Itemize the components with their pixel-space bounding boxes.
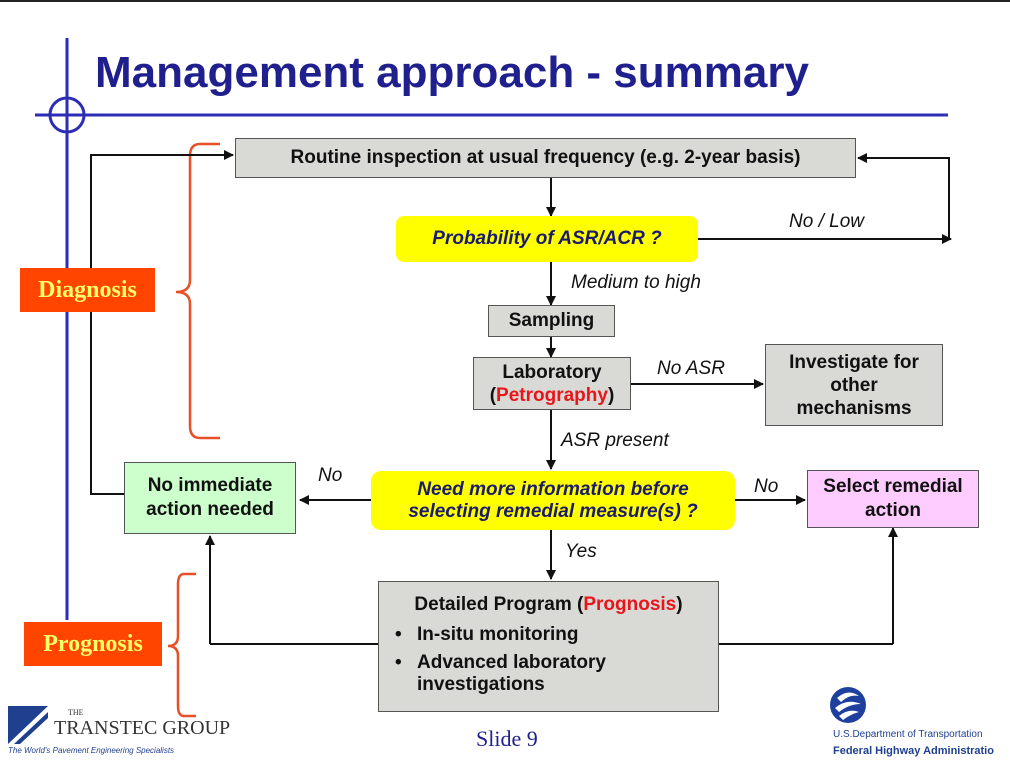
detailed-program-title: Detailed Program (Prognosis) bbox=[414, 594, 683, 615]
diagnosis-brace bbox=[175, 142, 220, 440]
detailed-program-list: •In-situ monitoring •Advanced laboratory… bbox=[389, 624, 708, 702]
detailed-program-box: Detailed Program (Prognosis) •In-situ mo… bbox=[378, 581, 719, 712]
dot-line: U.S.Department of Transportation bbox=[833, 729, 983, 740]
laboratory-sublabel: (Petrography) bbox=[489, 384, 615, 406]
slide-number: Slide 9 bbox=[476, 726, 538, 751]
select-remedial-box: Select remedial action bbox=[807, 470, 979, 528]
edge-label-no-asr: No ASR bbox=[657, 358, 725, 379]
edge-label-no-right: No bbox=[754, 476, 779, 497]
transtec-the: THE bbox=[68, 708, 84, 717]
list-item: •Advanced laboratory investigations bbox=[395, 652, 606, 695]
transtec-logo-icon bbox=[8, 706, 48, 744]
transtec-name: TRANSTEC GROUP bbox=[54, 717, 231, 739]
no-immediate-action-box: No immediate action needed bbox=[124, 462, 296, 534]
list-item: •In-situ monitoring bbox=[395, 624, 579, 645]
diagnosis-tag: Diagnosis bbox=[20, 268, 155, 312]
edge-label-medium-high: Medium to high bbox=[571, 272, 701, 293]
dot-logo-icon bbox=[830, 687, 866, 723]
petrography-label: Petrography bbox=[496, 384, 608, 406]
edge-label-no-low: No / Low bbox=[789, 211, 864, 232]
need-more-line2: selecting remedial measure(s) ? bbox=[408, 500, 698, 522]
prognosis-label: Prognosis bbox=[583, 594, 677, 615]
edge-label-yes: Yes bbox=[565, 541, 597, 562]
need-more-line1: Need more information before bbox=[417, 478, 689, 500]
probability-decision: Probability of ASR/ACR ? bbox=[396, 216, 698, 262]
prognosis-tag: Prognosis bbox=[24, 622, 162, 666]
slide-title: Management approach - summary bbox=[95, 48, 809, 97]
investigate-box: Investigate for other mechanisms bbox=[765, 344, 943, 426]
bullet-icon: • bbox=[395, 652, 402, 673]
bullet-icon: • bbox=[395, 624, 402, 645]
edge-label-asr-present: ASR present bbox=[561, 430, 669, 451]
laboratory-box: Laboratory (Petrography) bbox=[473, 357, 631, 410]
transtec-tagline: The World's Pavement Engineering Special… bbox=[8, 746, 175, 755]
need-more-info-decision: Need more information before selecting r… bbox=[371, 471, 735, 530]
routine-inspection-box: Routine inspection at usual frequency (e… bbox=[235, 138, 856, 178]
fhwa-line: Federal Highway Administratio bbox=[833, 745, 994, 757]
crosshair-circle bbox=[48, 96, 86, 134]
edge-label-no-left: No bbox=[318, 465, 343, 486]
laboratory-label: Laboratory bbox=[502, 361, 602, 383]
prognosis-brace bbox=[167, 572, 196, 718]
sampling-box: Sampling bbox=[488, 305, 615, 337]
